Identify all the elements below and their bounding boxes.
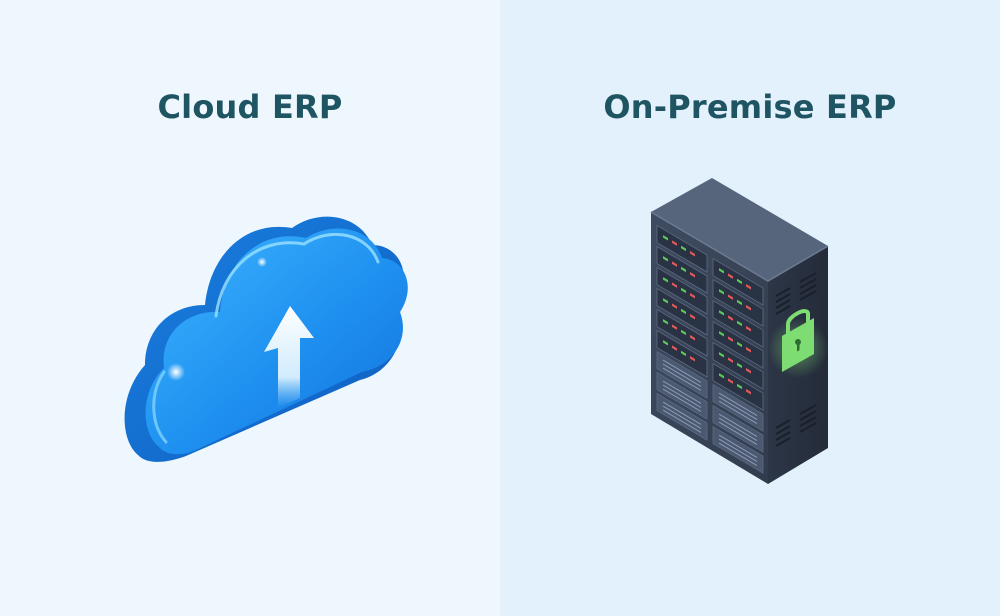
- server-led: [681, 266, 686, 273]
- server-led: [663, 235, 668, 241]
- server-led: [681, 329, 686, 336]
- upload-arrow-icon: [264, 306, 314, 408]
- server-vent-line: [718, 421, 758, 445]
- server-led: [737, 278, 742, 285]
- server-vent-line: [718, 438, 758, 462]
- server-vent-line: [662, 409, 702, 433]
- server-led: [663, 319, 668, 325]
- server-led: [672, 261, 677, 267]
- server-led: [719, 352, 724, 358]
- server-led: [728, 357, 733, 363]
- server-vent-line: [718, 442, 758, 466]
- server-vent-line: [662, 405, 702, 429]
- padlock-icon: [782, 309, 814, 372]
- server-led: [681, 245, 686, 252]
- server-led: [737, 362, 742, 369]
- server-led: [719, 310, 724, 316]
- server-led: [672, 240, 677, 246]
- cloud-upload-icon: [124, 216, 408, 462]
- server-vent-line: [718, 434, 758, 458]
- server-led: [690, 313, 695, 320]
- server-led: [746, 284, 751, 290]
- server-led: [746, 326, 751, 332]
- cloud-rim-highlight: [214, 232, 380, 318]
- server-led: [746, 389, 751, 395]
- server-vent-line: [718, 392, 758, 416]
- on-premise-erp-panel: On-Premise ERP: [500, 0, 1000, 616]
- cloud-rim-highlight-2: [152, 370, 168, 444]
- server-led: [737, 299, 742, 306]
- on-premise-erp-title: On-Premise ERP: [603, 88, 897, 126]
- cloud-sparkle: [167, 363, 185, 381]
- server-led: [681, 308, 686, 315]
- server-led: [737, 383, 742, 390]
- server-led: [746, 368, 751, 374]
- server-led: [672, 324, 677, 330]
- server-vent-line: [718, 400, 758, 424]
- rack-top: [651, 178, 828, 281]
- server-led: [663, 256, 668, 262]
- server-led: [663, 277, 668, 283]
- server-vent-line: [718, 396, 758, 420]
- server-led: [719, 331, 724, 337]
- server-led: [663, 298, 668, 304]
- server-led: [737, 320, 742, 327]
- server-led: [728, 294, 733, 300]
- rack-edge: [650, 211, 829, 282]
- server-rack-lock-icon: [650, 178, 829, 484]
- server-vent-line: [662, 388, 702, 412]
- server-led: [690, 355, 695, 362]
- server-led: [719, 289, 724, 295]
- server-vent-line: [662, 401, 702, 425]
- cloud-erp-title: Cloud ERP: [157, 88, 343, 126]
- server-led: [728, 273, 733, 279]
- server-led: [728, 378, 733, 384]
- server-led: [681, 287, 686, 294]
- server-led: [746, 305, 751, 311]
- server-led: [728, 315, 733, 321]
- server-vent-line: [662, 359, 702, 383]
- cloud-sparkle-small: [257, 257, 267, 267]
- side-vents-top: [775, 272, 817, 315]
- server-led: [737, 341, 742, 348]
- server-vent-line: [718, 413, 758, 437]
- side-vents-bottom: [775, 404, 817, 447]
- server-led: [719, 373, 724, 379]
- server-led: [690, 334, 695, 341]
- server-vent-line: [662, 380, 702, 404]
- cloud-erp-panel: Cloud ERP: [0, 0, 500, 616]
- server-led: [672, 345, 677, 351]
- server-vent-line: [718, 417, 758, 441]
- server-led: [672, 303, 677, 309]
- server-led: [663, 340, 668, 346]
- server-led: [690, 250, 695, 257]
- server-vent-line: [662, 384, 702, 408]
- server-vent-line: [662, 367, 702, 391]
- server-led: [672, 282, 677, 288]
- server-led: [681, 350, 686, 357]
- server-led: [719, 268, 724, 274]
- server-led: [690, 271, 695, 278]
- server-vent-line: [662, 363, 702, 387]
- server-units: [656, 224, 764, 474]
- server-led: [746, 347, 751, 353]
- server-led: [690, 292, 695, 299]
- server-led: [728, 336, 733, 342]
